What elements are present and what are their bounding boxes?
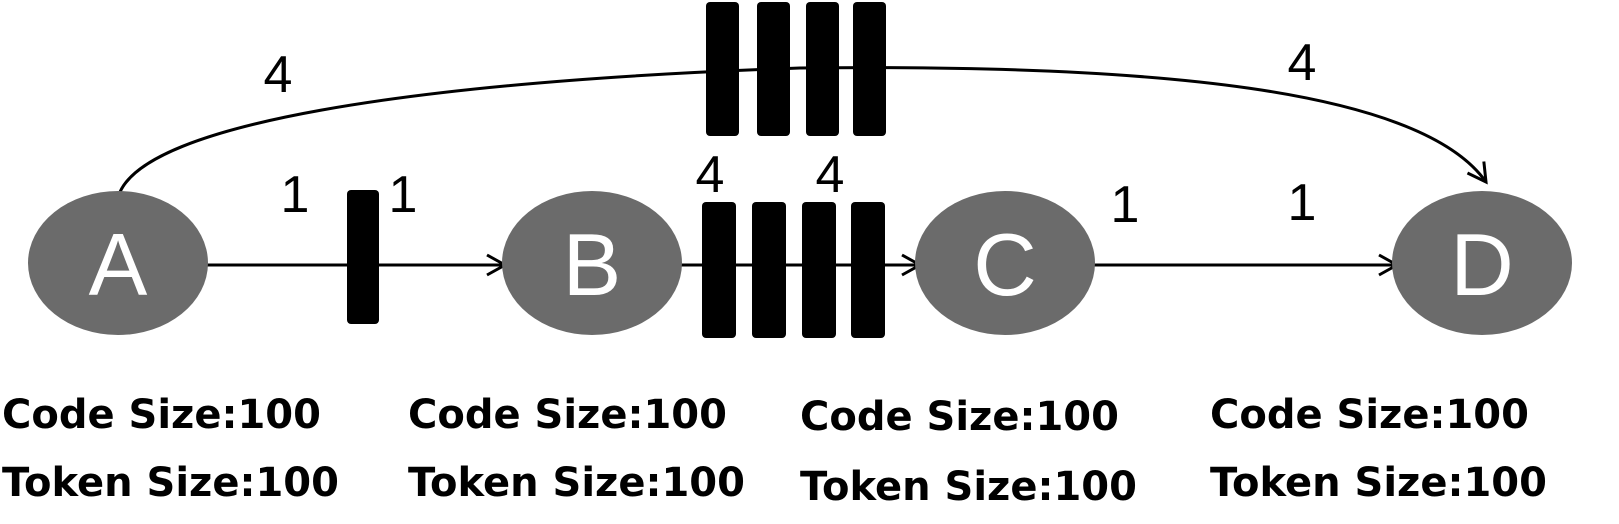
node-d: D <box>1392 191 1572 335</box>
node-a-token-size: Token Size:100 <box>2 460 339 506</box>
rate-a-d-production: 4 <box>264 46 293 104</box>
node-d-token-size: Token Size:100 <box>1210 460 1547 506</box>
node-a-label: A <box>89 215 148 314</box>
node-b: B <box>502 191 682 335</box>
rate-a-d-consumption: 4 <box>1288 34 1317 92</box>
token-b-c-3 <box>802 202 836 338</box>
node-d-code-size: Code Size:100 <box>1210 392 1529 438</box>
token-a-d-1 <box>706 2 739 136</box>
token-a-d-2 <box>757 2 790 136</box>
token-b-c-4 <box>851 202 885 338</box>
token-a-d-3 <box>806 2 839 136</box>
node-b-token-size: Token Size:100 <box>408 460 745 506</box>
node-c: C <box>915 191 1095 335</box>
node-c-label: C <box>973 215 1037 314</box>
node-c-code-size: Code Size:100 <box>800 394 1119 440</box>
token-b-c-1 <box>702 202 736 338</box>
rate-a-b-production: 1 <box>281 166 310 224</box>
node-d-label: D <box>1450 215 1514 314</box>
rate-a-b-consumption: 1 <box>389 166 418 224</box>
rate-b-c-production: 4 <box>696 146 725 204</box>
node-b-code-size: Code Size:100 <box>408 392 727 438</box>
node-c-token-size: Token Size:100 <box>800 464 1137 510</box>
rate-c-d-consumption: 1 <box>1288 174 1317 232</box>
node-a-code-size: Code Size:100 <box>2 392 321 438</box>
rate-c-d-production: 1 <box>1111 176 1140 234</box>
node-b-label: B <box>563 215 622 314</box>
rate-b-c-consumption: 4 <box>816 146 845 204</box>
edge-a-to-d <box>118 66 1488 193</box>
token-a-d-4 <box>853 2 886 136</box>
node-a: A <box>28 191 208 335</box>
token-b-c-2 <box>752 202 786 338</box>
token-a-b-1 <box>347 190 379 324</box>
